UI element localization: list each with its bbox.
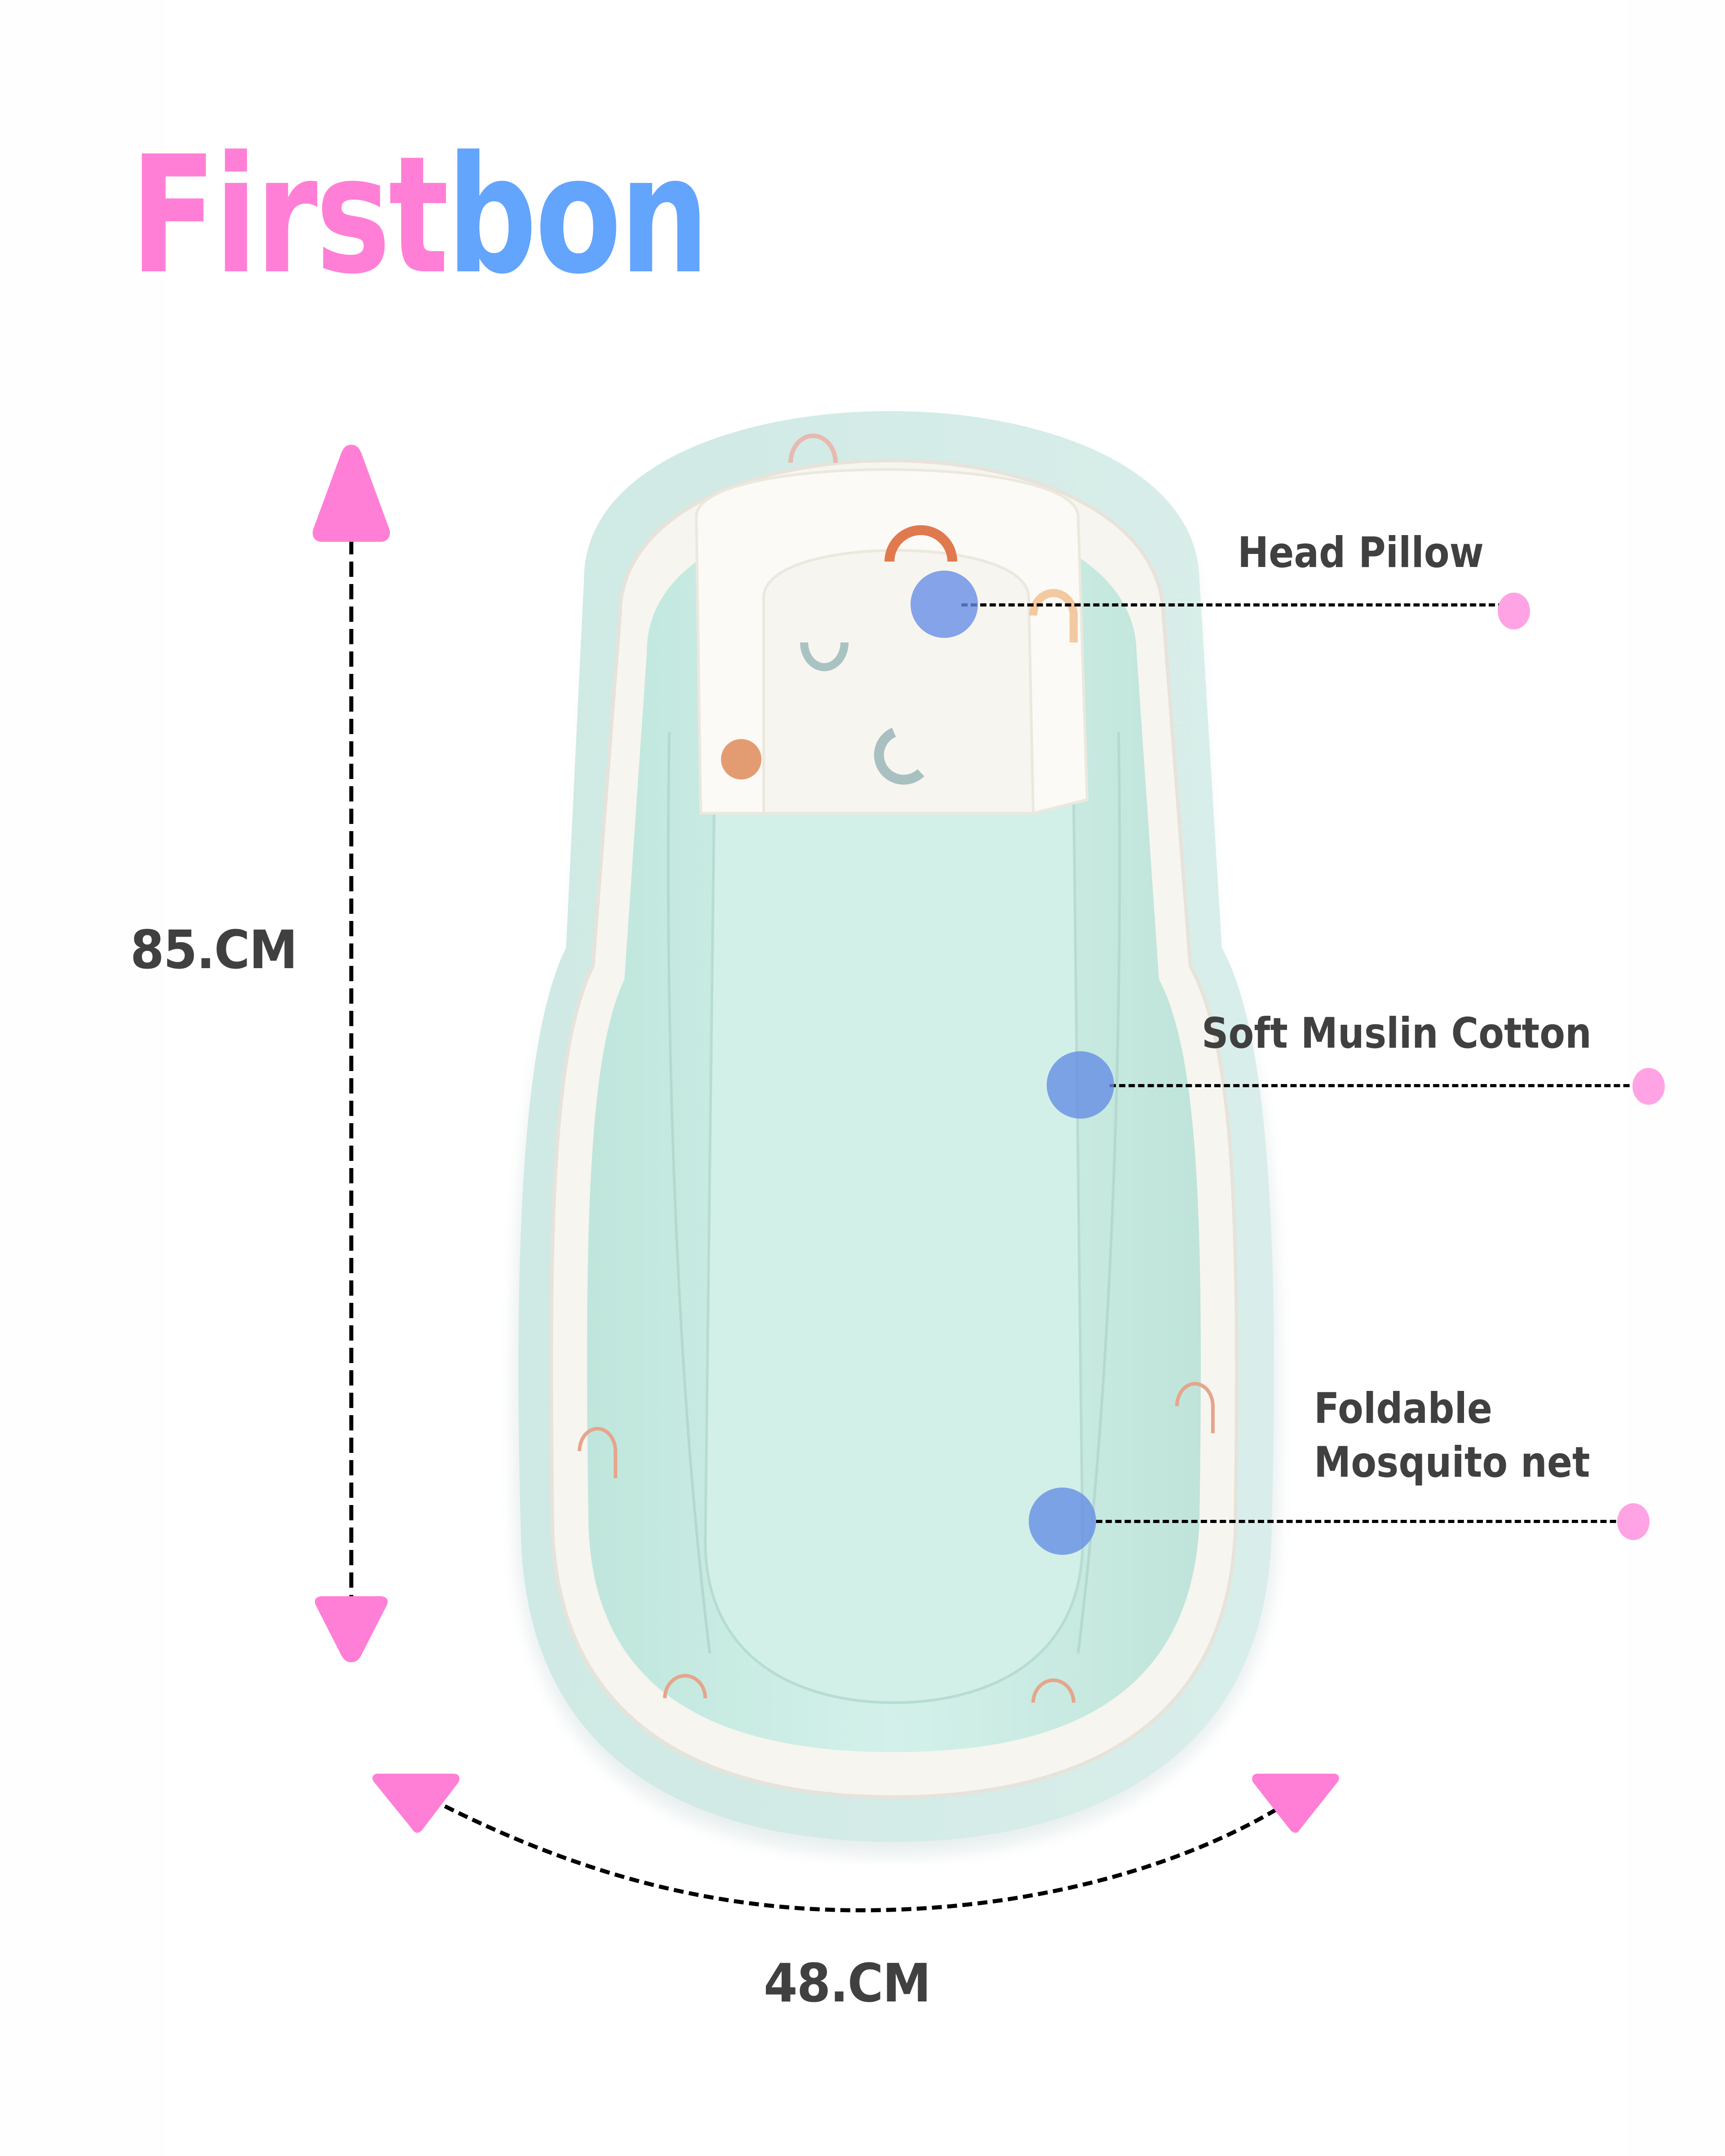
brand-logo: Firstbon <box>130 135 709 297</box>
mosquito-net-label-line2: Mosquito net <box>1314 1438 1590 1487</box>
width-label: 48.CM <box>764 1952 931 2014</box>
length-label: 85.CM <box>130 919 298 981</box>
head-pillow-marker <box>911 571 978 638</box>
soft-muslin-cotton-label: Soft Muslin Cotton <box>1202 1009 1592 1058</box>
mosquito-net-leader-line <box>1096 1520 1635 1523</box>
head-pillow-end-dot <box>1498 593 1530 629</box>
mosquito-net-end-dot <box>1617 1503 1650 1540</box>
logo-bon: bon <box>447 121 709 310</box>
mosquito-net-marker <box>1029 1488 1096 1555</box>
mosquito-net-label-line1: Foldable <box>1314 1384 1493 1433</box>
logo-first: First <box>130 121 449 310</box>
soft-muslin-leader-line <box>1110 1084 1649 1087</box>
soft-muslin-end-dot <box>1632 1068 1665 1105</box>
soft-muslin-marker <box>1047 1051 1114 1119</box>
head-pillow-leader-line <box>961 603 1514 607</box>
baby-bed-image <box>514 411 1278 1855</box>
head-pillow-label: Head Pillow <box>1238 528 1484 577</box>
